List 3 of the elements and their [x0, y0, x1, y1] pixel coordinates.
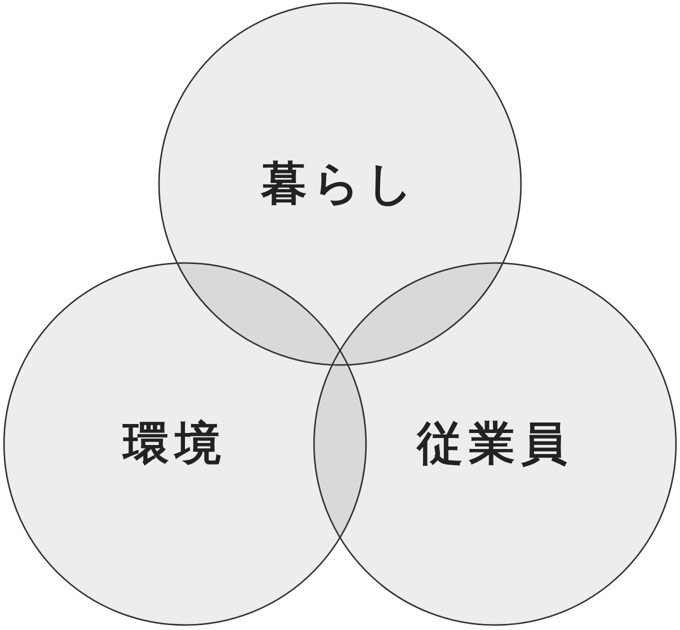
circle-label: 暮らし: [261, 155, 419, 212]
circle-label: 環境: [123, 415, 227, 472]
circle-label: 従業員: [417, 415, 573, 472]
